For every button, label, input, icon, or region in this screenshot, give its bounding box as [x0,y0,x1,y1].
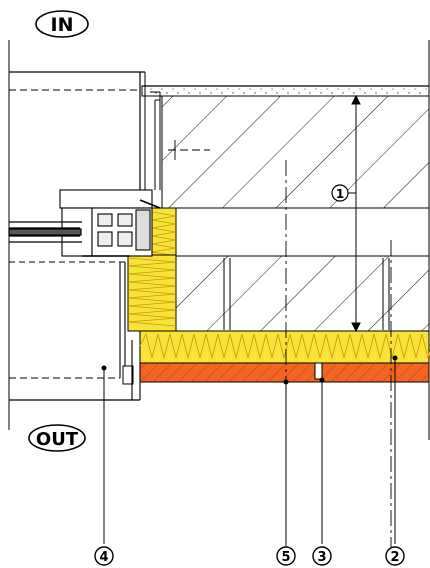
inside-label: IN [51,14,74,36]
callout-2: 2 [385,546,405,566]
dimension-1 [351,94,361,333]
sill-profile [9,261,141,401]
masonry-upper [161,95,430,209]
glazing [8,221,82,243]
facade-insulation [139,330,430,364]
wall-plaster [141,85,430,97]
inside-badge: IN [35,10,89,38]
leader-lines [101,355,398,544]
jamb-insulation [127,207,177,332]
outside-label: OUT [36,429,79,450]
callout-3-label: 3 [317,550,326,565]
lintel-band [149,207,430,257]
callout-1-label: 1 [336,187,344,201]
callout-4: 4 [94,546,114,566]
callout-3: 3 [312,546,332,566]
callout-5-label: 5 [281,550,290,565]
window-frame-profile [59,189,161,257]
render-layer [139,362,430,383]
callout-5: 5 [276,546,296,566]
callout-1: 1 [331,184,356,202]
callout-4-label: 4 [99,550,108,565]
outside-badge: OUT [28,424,86,452]
masonry-lower [175,255,430,332]
callout-2-label: 2 [390,550,399,565]
